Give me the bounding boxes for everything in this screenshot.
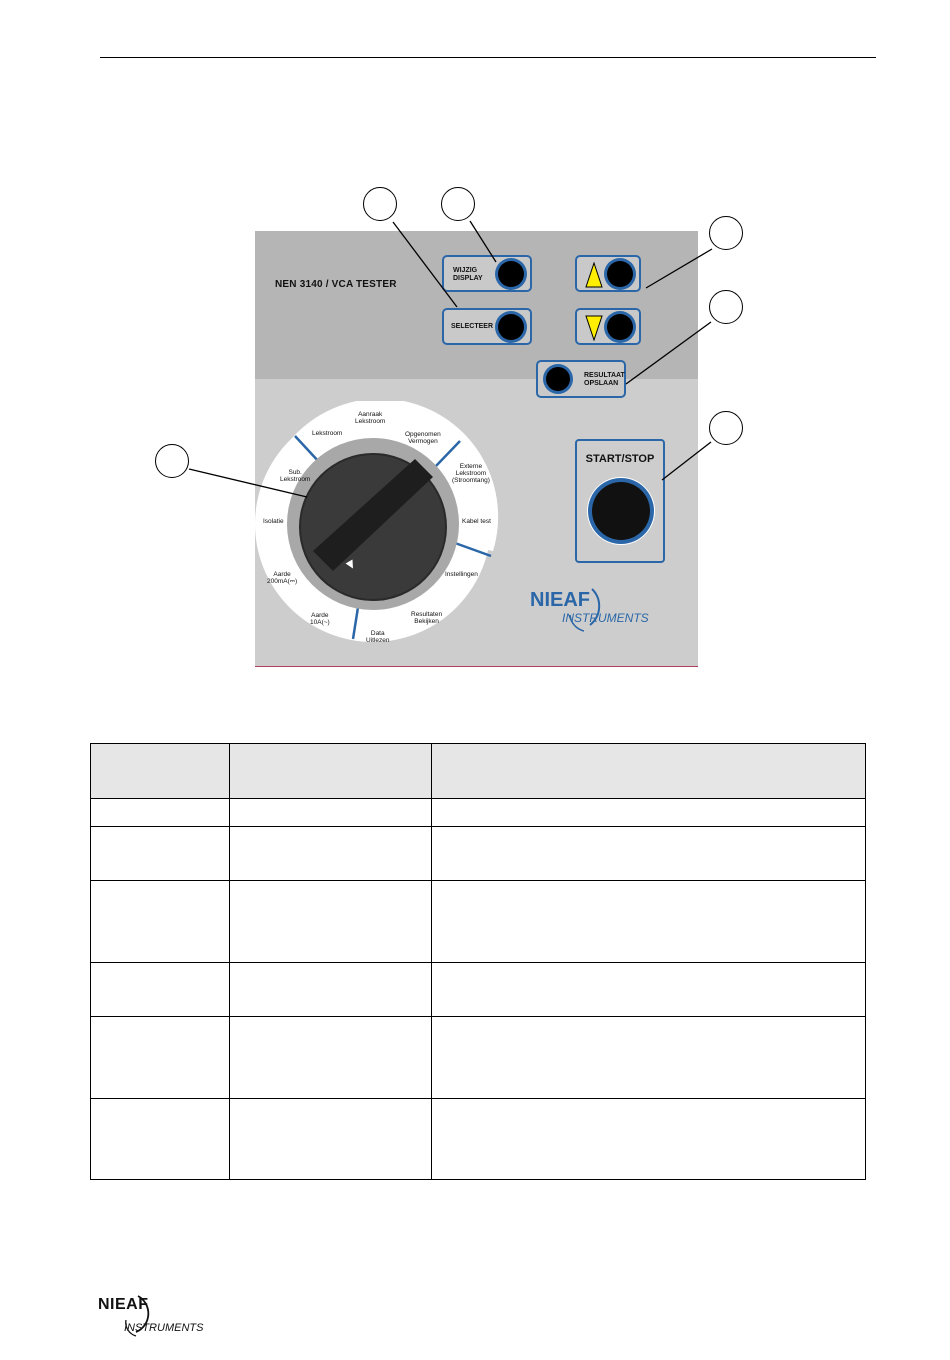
table-cell — [90, 1098, 230, 1180]
dial-label-instellingen: Instellingen — [445, 571, 478, 578]
model-title: NEN 3140 / VCA TESTER — [275, 279, 397, 290]
up-button[interactable] — [575, 255, 641, 292]
dial-label-kabel-test: Kabel test — [462, 518, 491, 525]
table-cell — [90, 826, 230, 881]
wijzig-display-button[interactable]: WIJZIG DISPLAY — [442, 255, 532, 292]
callout-circle-1 — [363, 187, 397, 221]
dial-label-isolatie: Isolatie — [263, 518, 284, 525]
table-row — [90, 1098, 866, 1180]
table-cell — [90, 880, 230, 963]
footer-brand-name: NIEAF — [98, 1296, 149, 1313]
table-cell — [90, 798, 230, 827]
callout-circle-4 — [709, 290, 743, 324]
footer-brand-swoosh-icon — [125, 1295, 150, 1337]
table-row — [90, 880, 866, 963]
start-stop-label: START/STOP — [585, 453, 655, 465]
table-header-cell — [229, 743, 432, 799]
wijzig-display-knob — [498, 261, 524, 287]
table-header-cell — [90, 743, 230, 799]
table-cell — [229, 962, 432, 1017]
panel-brand-name: NIEAF — [530, 589, 590, 611]
callout-circle-5 — [709, 411, 743, 445]
controls-table — [90, 743, 866, 1180]
panel-brand-sub: INSTRUMENTS — [562, 611, 649, 625]
table-row — [90, 962, 866, 1017]
table-cell — [90, 1016, 230, 1099]
table-cell — [229, 826, 432, 881]
dial-label-aarde-200ma: Aarde 200mA(⎓) — [267, 571, 298, 585]
down-knob — [607, 314, 633, 340]
down-button[interactable] — [575, 308, 641, 345]
dial-label-resultaten-bekijken: Resultaten Bekijken — [411, 611, 443, 625]
dial-label-aarde-10a: Aarde 10A(~) — [310, 612, 330, 626]
table-header-row — [90, 743, 866, 799]
table-cell — [431, 1016, 866, 1099]
resultaat-opslaan-button[interactable]: RESULTAAT OPSLAAN — [536, 360, 626, 398]
header-rule — [100, 57, 876, 58]
dial-grip — [313, 459, 433, 571]
selecteer-knob — [498, 314, 524, 340]
dial-label-sub-lekstroom: Sub. Lekstroom — [280, 469, 311, 483]
table-cell — [90, 962, 230, 1017]
callout-leader-lines — [188, 220, 713, 498]
table-cell — [229, 880, 432, 963]
start-stop-ring — [587, 477, 655, 545]
footer-brand-logo: NIEAF INSTRUMENTS — [98, 1295, 203, 1337]
table-header-cell — [431, 743, 866, 799]
dial-pointer-icon — [345, 559, 353, 569]
rotary-dial[interactable] — [255, 401, 505, 666]
triangle-down-icon — [585, 315, 603, 341]
up-knob — [607, 261, 633, 287]
table-row — [90, 798, 866, 827]
dial-label-aanraak-lekstroom: Aanraak Lekstroom — [355, 411, 386, 425]
table-cell — [431, 798, 866, 827]
table-cell — [431, 826, 866, 881]
selecteer-label: SELECTEER — [451, 323, 494, 330]
selecteer-button[interactable]: SELECTEER — [442, 308, 532, 345]
table-cell — [431, 962, 866, 1017]
panel-brand-swoosh-icon — [569, 588, 601, 632]
table-cell — [431, 880, 866, 963]
dial-label-opgenomen-vermogen: Opgenomen Vermogen — [405, 431, 441, 445]
start-stop-knob — [592, 482, 650, 540]
table-cell — [229, 1016, 432, 1099]
dial-label-externe-lekstroom: Externe Lekstroom (Stroomtang) — [452, 463, 490, 484]
footer-brand-sub: INSTRUMENTS — [124, 1322, 204, 1334]
dial-label-lekstroom: Lekstroom — [312, 430, 343, 437]
table-cell — [431, 1098, 866, 1180]
table-row — [90, 1016, 866, 1099]
start-stop-button[interactable]: START/STOP — [575, 439, 665, 563]
device-front-panel: NEN 3140 / VCA TESTER WIJZIG DISPLAY SEL… — [255, 231, 698, 667]
triangle-up-icon — [585, 262, 603, 288]
callout-circle-6 — [155, 444, 189, 478]
resultaat-opslaan-knob — [546, 367, 570, 391]
callout-circle-2 — [441, 187, 475, 221]
table-cell — [229, 798, 432, 827]
dial-label-data-uitlezen: Data Uitlezen — [366, 630, 390, 644]
callout-circle-3 — [709, 216, 743, 250]
table-cell — [229, 1098, 432, 1180]
resultaat-opslaan-label: RESULTAAT OPSLAAN — [584, 372, 625, 387]
table-row — [90, 826, 866, 881]
wijzig-display-label: WIJZIG DISPLAY — [453, 267, 483, 282]
